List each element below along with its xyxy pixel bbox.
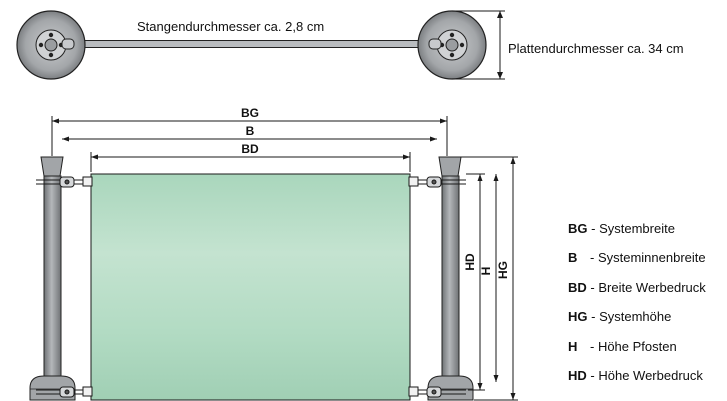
top-view: Stangendurchmesser ca. 2,8 cm Plattendur… [16,10,684,80]
legend-item-bd: BD - Breite Werbedruck [568,280,727,309]
legend-abbr: BD [568,279,587,295]
legend-item-bg: BG - Systembreite [568,221,727,250]
legend-text: - Systeminnenbreite [590,250,706,266]
dim-label-b: B [246,124,255,138]
legend-text: - Höhe Werbedruck [590,367,703,383]
legend-text: - Systembreite [591,221,675,236]
dimension-line-hd [477,174,483,390]
dim-label-bg: BG [241,106,259,120]
tensioner-bottom-left [36,386,93,398]
advertising-banner [90,173,411,401]
tensioner-bottom-right [408,386,466,398]
dim-label-hg: HG [496,261,510,279]
dimension-line-h [493,174,499,382]
dim-label-h: H [479,267,493,276]
tensioner-top-right [408,176,466,188]
dim-label-hd: HD [463,253,477,271]
left-base-plate [16,10,86,80]
legend-item-hg: HG - Systemhöhe [568,309,727,338]
legend: BG - Systembreite B - Systeminnenbreite B… [568,221,727,397]
legend-text: - Systemhöhe [591,309,672,325]
tensioner-top-left [36,176,93,188]
legend-abbr: BG [568,221,588,236]
right-base-plate [417,10,487,80]
legend-item-hd: HD - Höhe Werbedruck [568,368,727,397]
plate-diameter-label: Plattendurchmesser ca. 34 cm [508,41,684,56]
legend-abbr: HG [568,309,588,325]
rod-diameter-label: Stangendurchmesser ca. 2,8 cm [137,19,324,34]
dimension-line-bd [91,154,410,160]
rod [61,40,455,48]
legend-item-h: H - Höhe Pfosten [568,339,727,368]
dimension-line-b [62,136,437,142]
dimension-line-bg [52,118,447,124]
dimension-line-hg [510,157,516,400]
legend-abbr: B [568,250,578,266]
left-post [29,156,76,401]
legend-text: - Breite Werbedruck [590,279,706,295]
legend-abbr: H [568,338,578,354]
plate-diameter-dimension [452,10,505,80]
legend-item-b: B - Systeminnenbreite [568,250,727,279]
legend-text: - Höhe Pfosten [590,338,677,354]
right-post [427,156,474,401]
front-view: BG B BD [29,106,518,401]
dim-label-bd: BD [241,142,259,156]
legend-abbr: HD [568,367,587,383]
